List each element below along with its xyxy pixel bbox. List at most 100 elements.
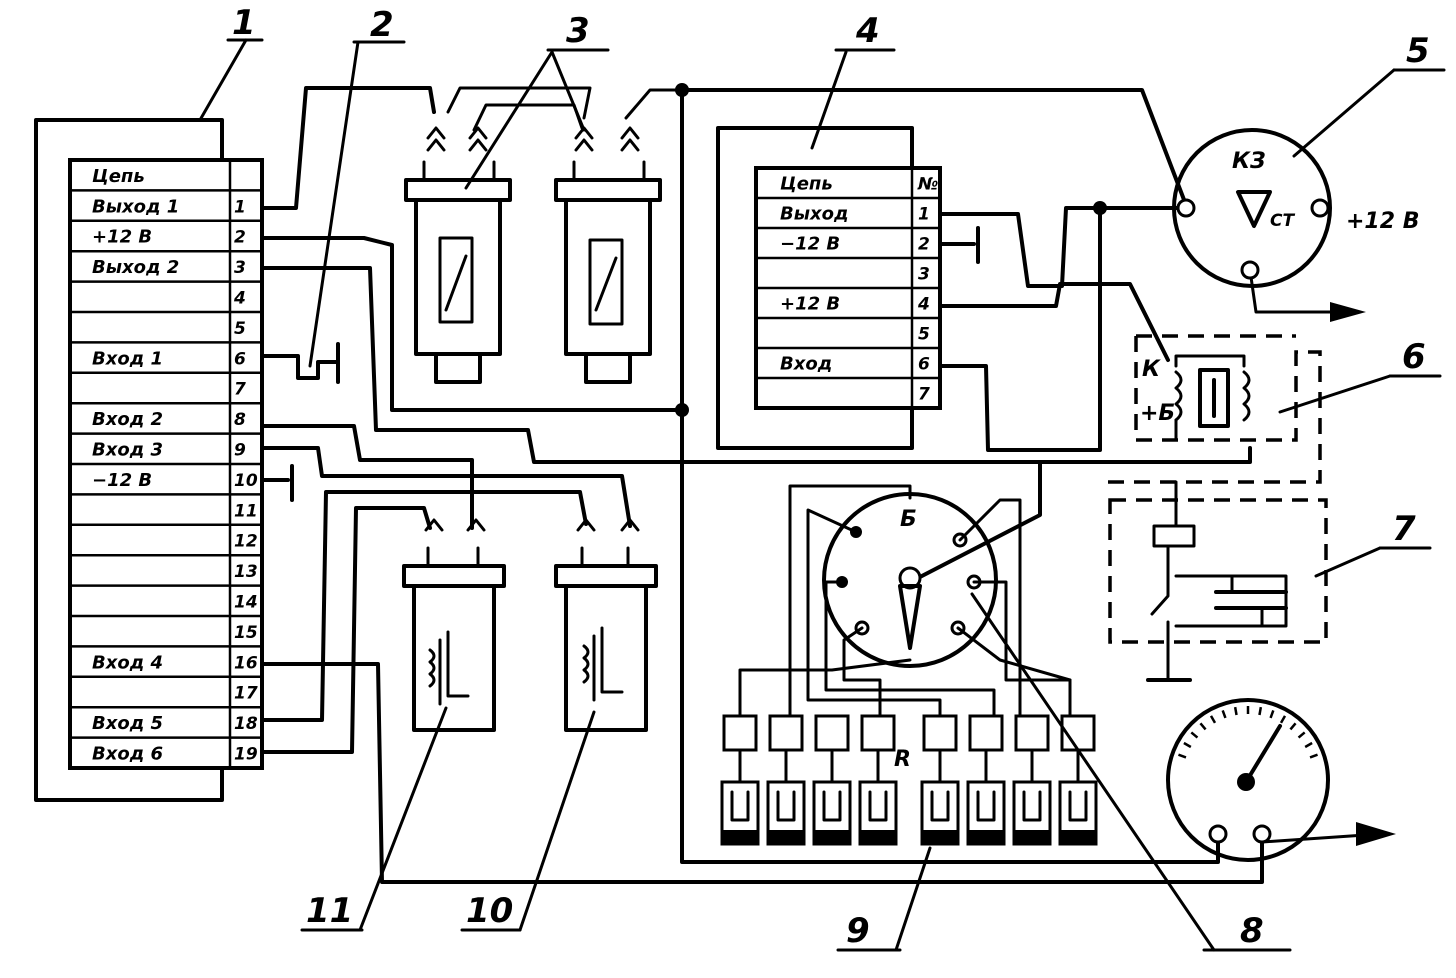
unit-7 bbox=[1108, 480, 1328, 682]
switch-8-pointer bbox=[898, 584, 922, 650]
lamp-filament-1 bbox=[730, 790, 750, 822]
switch-8-wire-c bbox=[824, 580, 996, 722]
gauge-tick bbox=[1304, 741, 1313, 749]
callout-4: 4 bbox=[855, 11, 880, 51]
block-4-row-label: +12 В bbox=[780, 294, 840, 315]
relay-6-coil-left bbox=[1174, 370, 1183, 422]
gauge-tick bbox=[1199, 722, 1207, 731]
lamp-filament-7 bbox=[1022, 790, 1042, 822]
sensor-5-label-kz: КЗ bbox=[1232, 149, 1266, 174]
relay-3-right-cap bbox=[554, 178, 662, 202]
block-1-row-label: Вход 3 bbox=[92, 439, 163, 460]
switch-8-wire-e bbox=[958, 498, 1022, 722]
gauge-tick bbox=[1209, 715, 1217, 724]
block-4-pin-number: № bbox=[917, 175, 938, 195]
block-1-pin-number: 13 bbox=[234, 562, 258, 582]
gauge-pin-left bbox=[1208, 824, 1228, 844]
block-1-row-label: +12 В bbox=[92, 227, 152, 248]
switch-8-wire-a bbox=[788, 484, 912, 722]
sensor-5-pin-right bbox=[1310, 198, 1330, 218]
callout-3-leader-b bbox=[550, 50, 586, 132]
sensor-5-pin-bottom bbox=[1240, 260, 1260, 280]
callout-10: 10 bbox=[466, 891, 513, 931]
lamp-filament-5 bbox=[930, 790, 950, 822]
terminal-marks bbox=[424, 126, 640, 532]
gauge-tick bbox=[1178, 753, 1187, 759]
gauge bbox=[1166, 698, 1330, 862]
wire-b1-pin18 bbox=[260, 490, 588, 722]
sensor-5-supply-label: +12 В bbox=[1346, 209, 1419, 234]
gauge-tick bbox=[1297, 731, 1306, 739]
block-1-pin-number: 19 bbox=[234, 744, 258, 764]
wire-b4-pin6 bbox=[938, 206, 1102, 452]
resistor-7 bbox=[1014, 714, 1050, 752]
callout-11: 11 bbox=[306, 891, 353, 931]
block-1-pin-number: 11 bbox=[234, 501, 258, 521]
block-1-pin-number: 18 bbox=[234, 714, 258, 734]
callout-8-leader bbox=[970, 592, 1216, 952]
callout-2: 2 bbox=[370, 5, 394, 45]
block-1-pin-number: 12 bbox=[234, 532, 258, 552]
callout-8: 8 bbox=[1240, 911, 1264, 951]
lamp-filament-6 bbox=[976, 790, 996, 822]
callout-3: 3 bbox=[566, 11, 590, 51]
block-1-pin-number: 4 bbox=[233, 288, 246, 308]
wire-b1-pin6 bbox=[260, 354, 340, 380]
rotary-switch-8: Б bbox=[738, 484, 1072, 722]
switch-8-wire-d bbox=[842, 626, 882, 722]
lamp-filament-4 bbox=[868, 790, 888, 822]
block-1-pin-number: 2 bbox=[234, 228, 246, 248]
resistor-9-r-label: R bbox=[894, 747, 911, 772]
relay-3-left-contact bbox=[444, 254, 468, 312]
relay-10 bbox=[554, 546, 658, 732]
block-4-row-label: Вход bbox=[780, 354, 832, 375]
relay-10-cap bbox=[554, 564, 658, 588]
wire-b1-pin1 bbox=[260, 86, 436, 210]
gauge-tick bbox=[1279, 715, 1287, 724]
gauge-tick bbox=[1190, 731, 1199, 739]
terminal-mark-4 bbox=[620, 126, 640, 152]
wire-b1-pin19 bbox=[260, 506, 432, 754]
callout-2-leader bbox=[308, 40, 360, 368]
wire-common-bus bbox=[680, 88, 1220, 864]
wire-bus-to-sensor5 bbox=[680, 88, 1188, 207]
relay-10-winding bbox=[582, 644, 590, 684]
lamp-base-1 bbox=[722, 830, 758, 844]
relay-3-right-contact bbox=[594, 256, 618, 312]
relay-11-coil bbox=[438, 630, 470, 706]
wire-relay6-bus bbox=[1038, 446, 1252, 464]
block-1-pin-number: 7 bbox=[234, 380, 246, 400]
relay-6: К +Б bbox=[1100, 334, 1322, 484]
terminal-mark-7 bbox=[576, 518, 596, 532]
lamp-base-7 bbox=[1014, 830, 1050, 844]
block-1-row-label: Вход 1 bbox=[92, 348, 163, 369]
resistor-2 bbox=[768, 714, 804, 752]
gauge-tick bbox=[1309, 753, 1318, 759]
block-1-pin-number: 3 bbox=[234, 258, 246, 278]
callouts: 1 2 3 4 5 6 7 8 9 10 11 bbox=[198, 3, 1446, 952]
sensor-5: КЗ СТ +12 В bbox=[1172, 128, 1419, 288]
gauge-tick bbox=[1183, 741, 1192, 749]
gauge-scale bbox=[1178, 706, 1318, 759]
terminal-mark-2 bbox=[468, 126, 488, 152]
wire-b1-pin9 bbox=[260, 446, 632, 528]
wire-sensor5-out bbox=[1248, 268, 1362, 314]
relay-6-b-label: +Б bbox=[1140, 401, 1175, 426]
relay-10-body bbox=[564, 584, 648, 732]
lamp-filament-2 bbox=[776, 790, 796, 822]
sensor-5-triangle bbox=[1236, 190, 1272, 228]
terminal-mark-8 bbox=[620, 518, 640, 532]
resistor-1 bbox=[722, 714, 758, 752]
gauge-tick bbox=[1289, 722, 1297, 731]
callout-11-leader bbox=[358, 706, 448, 932]
gauge-pin-right bbox=[1252, 824, 1272, 844]
block-4-pin-number: 7 bbox=[918, 385, 930, 405]
block-1-row-label: Выход 1 bbox=[92, 196, 179, 217]
resistor-array-9: R bbox=[720, 714, 1098, 846]
unit-7-coil bbox=[1152, 524, 1196, 548]
lamp-filament-3 bbox=[822, 790, 842, 822]
block-1-row-label: Выход 2 bbox=[92, 257, 179, 278]
callout-1-leader bbox=[198, 38, 248, 122]
